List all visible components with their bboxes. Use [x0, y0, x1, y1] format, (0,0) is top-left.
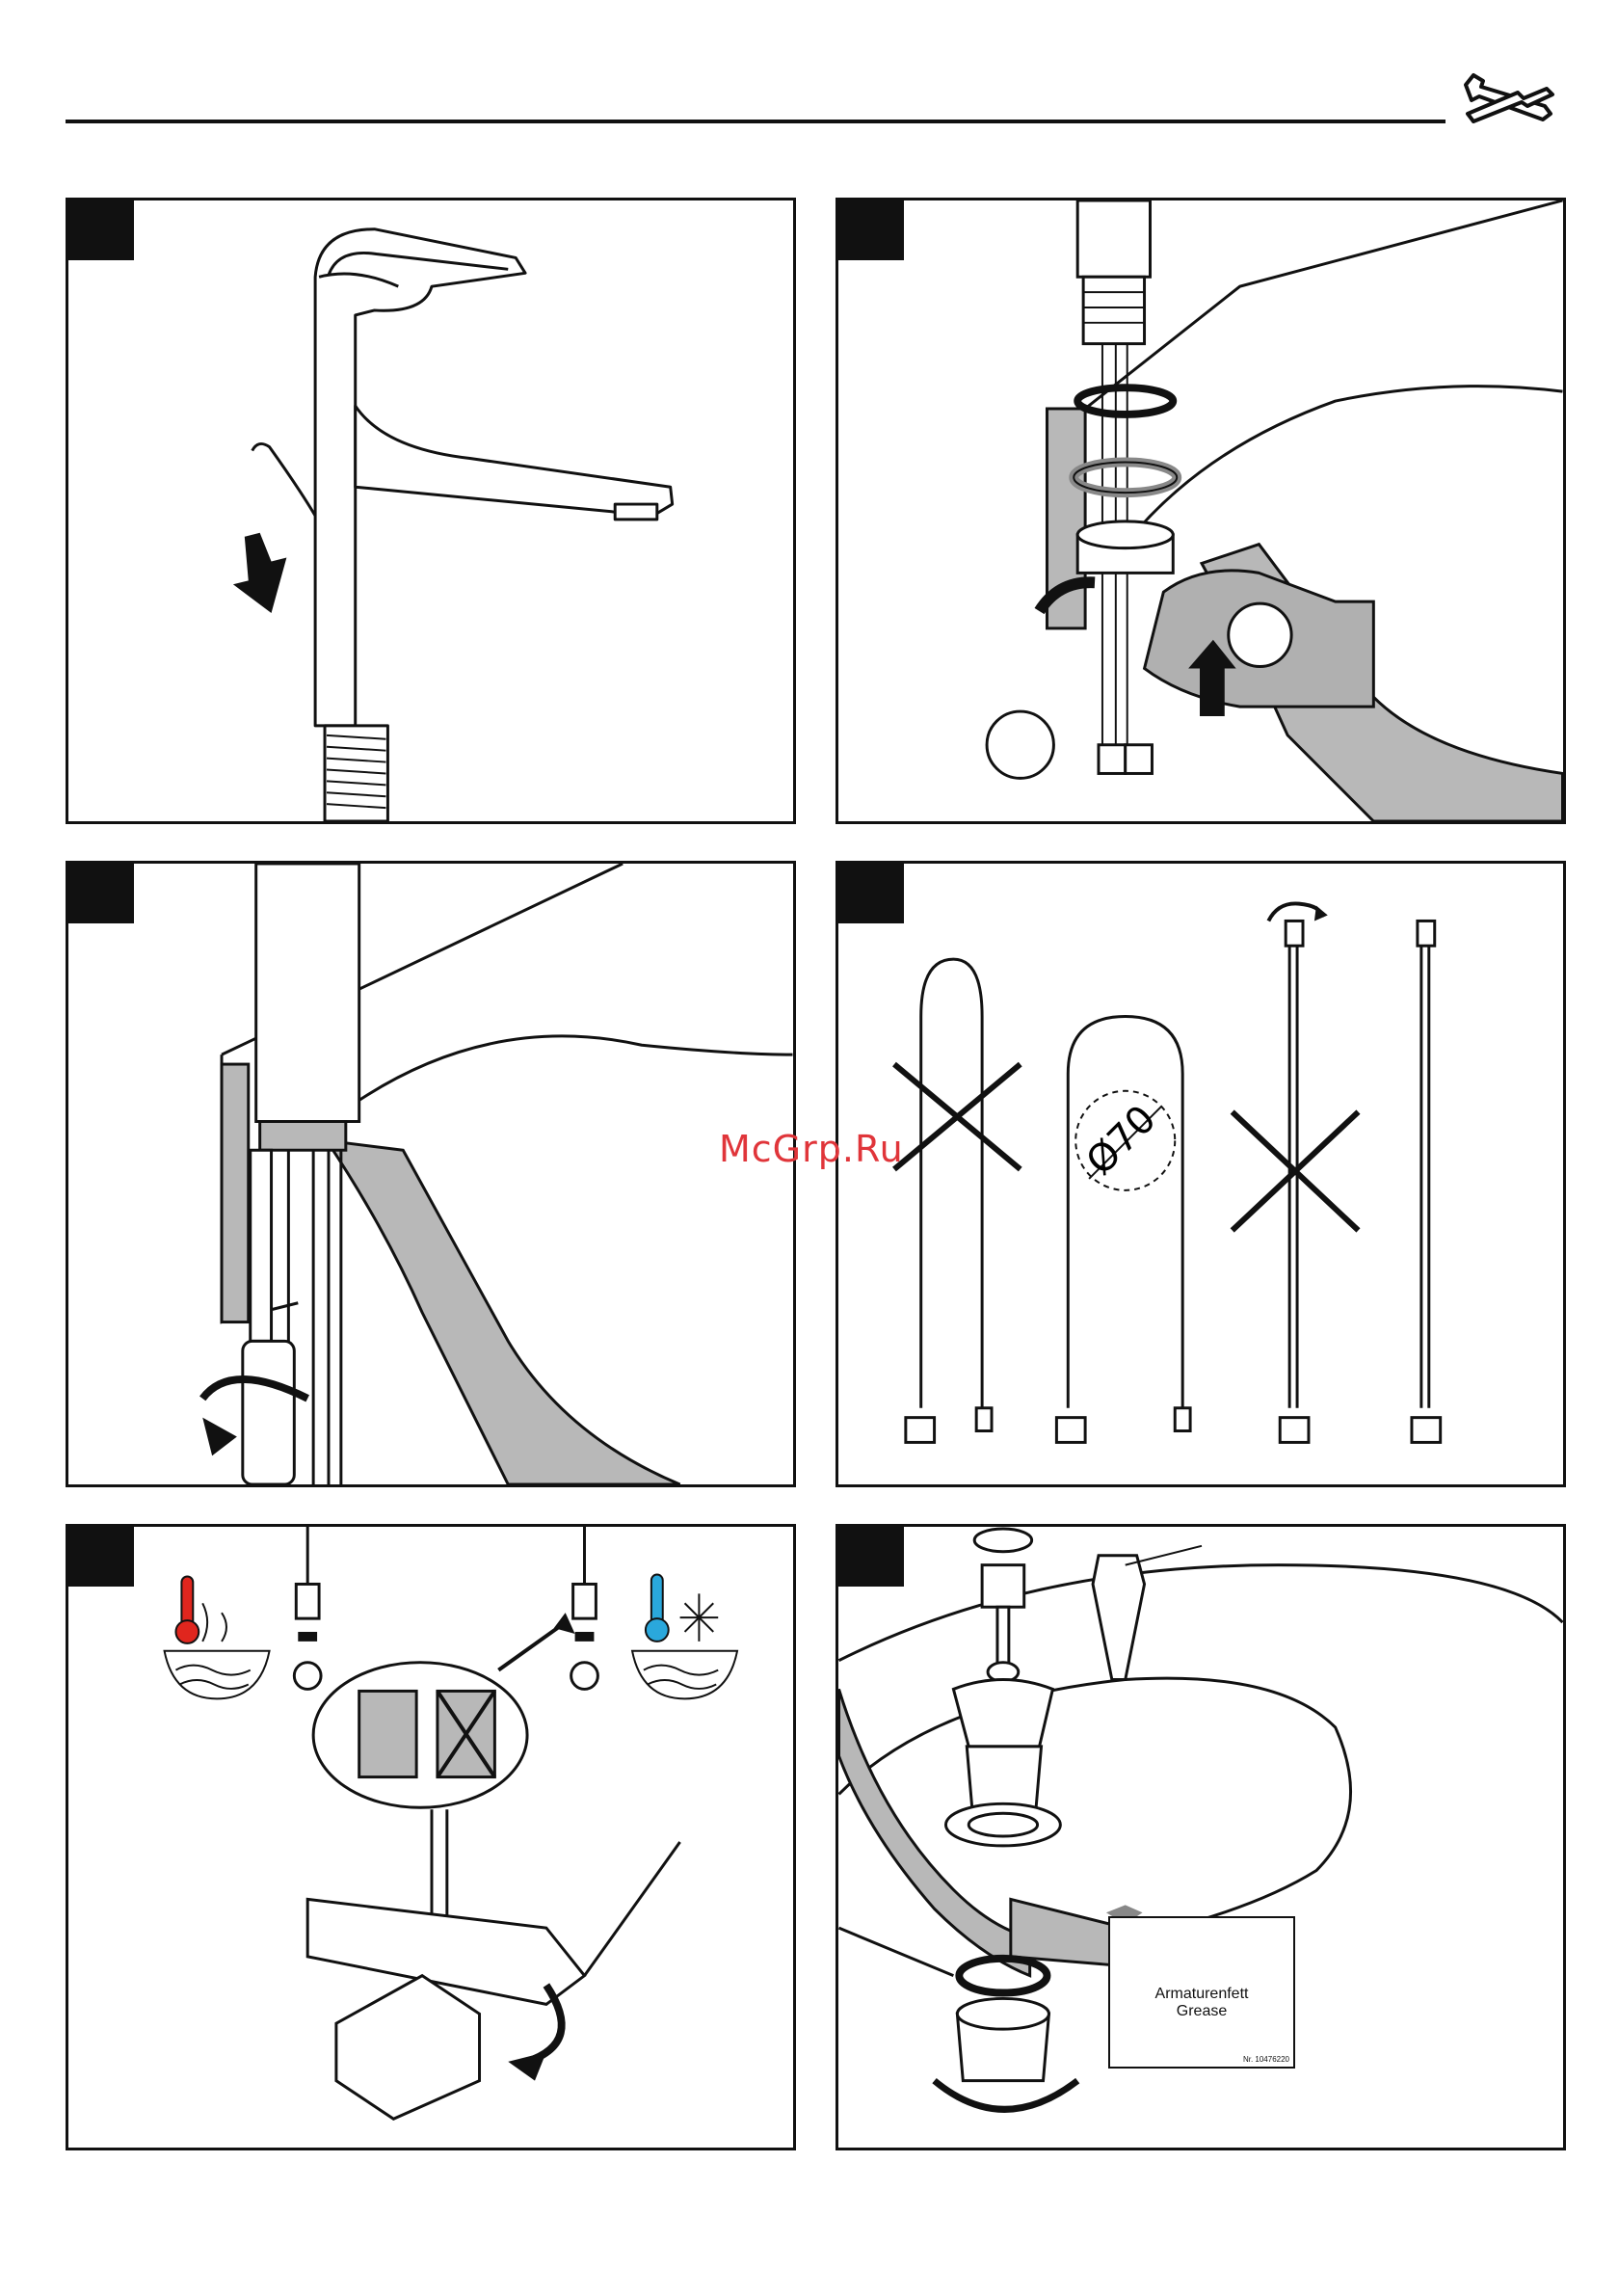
hose-bending-illustration: Ø70 — [838, 864, 1563, 1484]
step-5-panel — [66, 1524, 796, 2150]
step-1-panel — [66, 198, 796, 824]
hot-cold-supply-illustration — [68, 1527, 793, 2148]
step-6-panel: Armaturenfett Grease Nr. 10476220 — [836, 1524, 1566, 2150]
hot-thermometer-icon — [181, 1577, 193, 1627]
wrench-screwdriver-icon — [1460, 64, 1556, 131]
grease-part-number: Nr. 10476220 — [1243, 2055, 1289, 2064]
header-rule — [66, 120, 1446, 123]
step-3-panel — [66, 861, 796, 1487]
diameter-label: Ø70 — [1077, 1097, 1164, 1184]
grease-tube-label: Armaturenfett Grease Nr. 10476220 — [1108, 1916, 1295, 2069]
step-4-panel: Ø70 — [836, 861, 1566, 1487]
grease-label-english: Grease — [1110, 2003, 1293, 2020]
watermark: McGrp.Ru — [719, 1128, 904, 1170]
faucet-lever-illustration — [68, 200, 793, 821]
grease-label-german: Armaturenfett — [1110, 1986, 1293, 2003]
tighten-nut-illustration — [68, 864, 793, 1484]
cold-thermometer-icon — [651, 1575, 663, 1625]
step-2-panel — [836, 198, 1566, 824]
mounting-ring-illustration — [838, 200, 1563, 821]
